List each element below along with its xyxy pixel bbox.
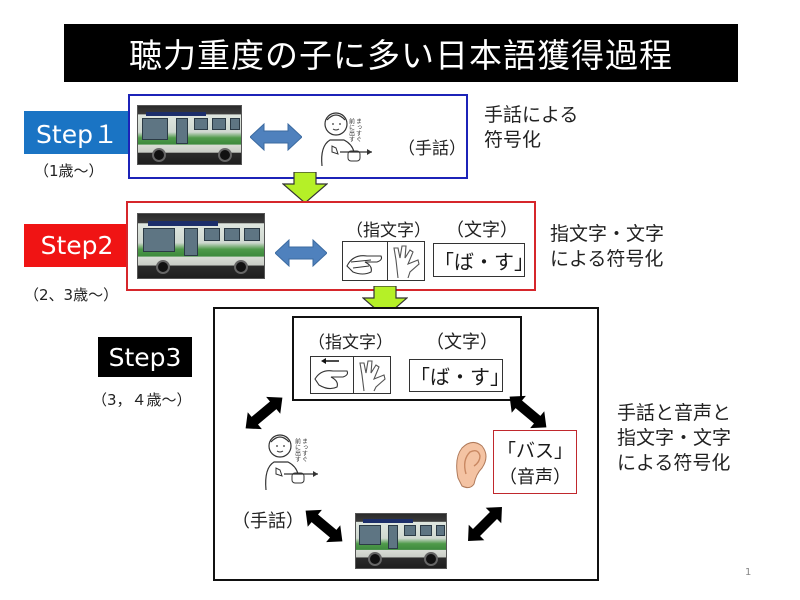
step3-text-label: （文字） (426, 332, 498, 353)
ear-icon (456, 442, 487, 489)
step3-text-box: 「ば・す」 (409, 359, 510, 392)
svg-text:前に出す: 前に出す (348, 117, 355, 142)
step3-age: （3，４歳〜） (92, 391, 192, 409)
svg-text:まっすぐ: まっすぐ (301, 438, 308, 462)
step3-description: 手話と音声と 指文字・文字 による符号化 (617, 401, 731, 476)
fingerspell-ba-icon (310, 356, 354, 394)
flow-arrow-down-icon (282, 172, 328, 204)
step2-age: （2、3歳〜） (24, 286, 119, 304)
step3-badge: Step3 (98, 337, 192, 377)
step2-text-label: （文字） (446, 220, 518, 241)
step1-description: 手話による 符号化 (484, 103, 578, 153)
page-number: 1 (745, 567, 752, 578)
step2-text-box: 「ば・す」 (433, 243, 534, 277)
svg-text:まっすぐ: まっすぐ (355, 118, 362, 142)
fingerspell-su-icon (387, 241, 425, 281)
step1-description-line: 手話による (484, 104, 579, 126)
sign-language-person-icon: まっすぐ 前に出す (265, 434, 318, 491)
step1-badge: Step１ (24, 111, 130, 154)
step3-description-line: 手話と音声と (617, 402, 732, 424)
bidirectional-arrow-icon (275, 238, 327, 268)
slide-title: 聴力重度の子に多い日本語獲得過程 (64, 24, 738, 82)
step1-sign-label: （手話） (398, 139, 466, 159)
voice-box: 「バス」 （音声） (493, 430, 577, 494)
double-arrow-icon (468, 507, 502, 541)
step2-description: 指文字・文字 による符号化 (550, 222, 664, 272)
fingerspell-su-icon (353, 356, 391, 394)
step3-fingerspell-label: （指文字） (308, 333, 393, 353)
step1-age: （1歳〜） (34, 162, 104, 180)
bus-photo (137, 213, 265, 279)
step3-sign-label: （手話） (232, 511, 304, 532)
svg-text:前に出す: 前に出す (294, 437, 301, 462)
bus-photo (355, 513, 447, 569)
voice-label: （音声） (499, 466, 571, 488)
step3-description-line: による符号化 (617, 452, 731, 474)
fingerspell-ba-icon (342, 241, 388, 281)
step2-fingerspell-label: （指文字） (346, 221, 431, 241)
step1-description-line: 符号化 (484, 129, 542, 151)
double-arrow-icon (305, 509, 343, 543)
double-arrow-icon (245, 396, 283, 430)
step3-description-line: 指文字・文字 (617, 427, 732, 449)
voice-value: 「バス」 (496, 439, 573, 462)
step2-description-line: による符号化 (550, 248, 664, 270)
bus-photo (137, 105, 242, 165)
double-arrow-icon (509, 395, 547, 429)
step2-description-line: 指文字・文字 (550, 223, 665, 245)
sign-language-person-icon: まっすぐ 前に出す (321, 112, 372, 167)
step2-badge: Step2 (24, 224, 130, 267)
bidirectional-arrow-icon (250, 122, 302, 152)
